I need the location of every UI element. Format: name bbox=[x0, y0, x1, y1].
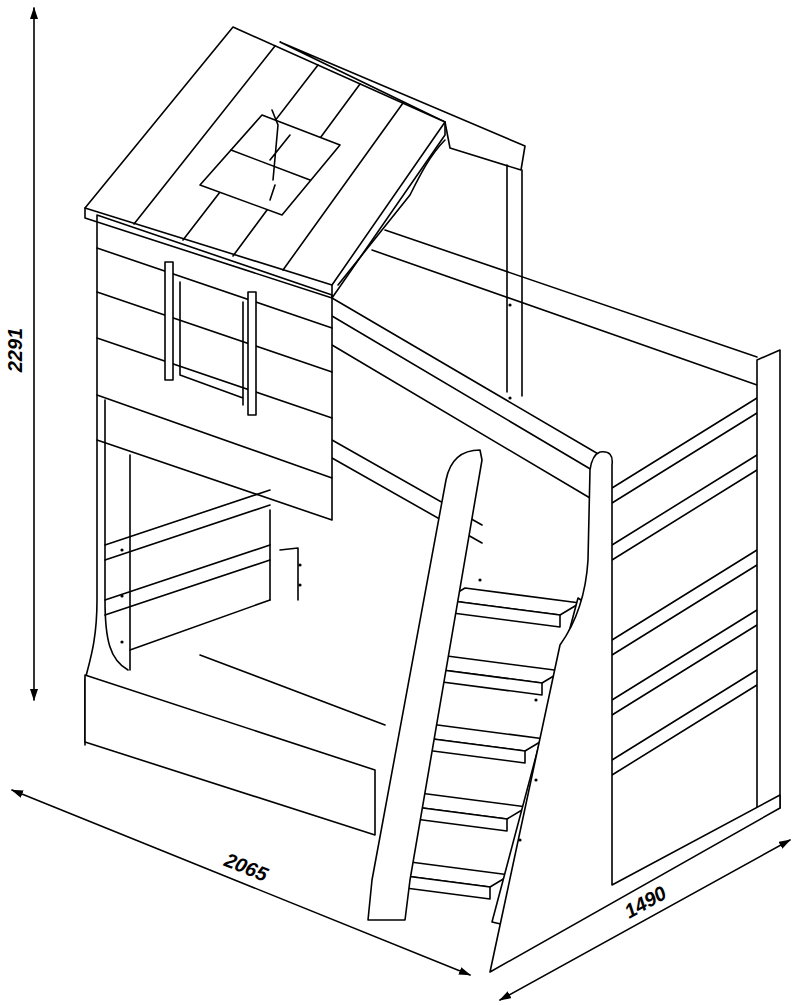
end-slat bbox=[612, 398, 757, 775]
roof-window-frame bbox=[231, 110, 310, 200]
dimension-label: 1490 bbox=[621, 882, 670, 921]
dimension-line bbox=[33, 8, 35, 700]
dimension-label: 2065 bbox=[222, 849, 271, 884]
dimension-label: 2291 bbox=[5, 328, 25, 373]
back-slat bbox=[105, 490, 270, 650]
screw-dot bbox=[120, 303, 537, 841]
end-back-post bbox=[757, 350, 780, 815]
left-post bbox=[105, 400, 128, 670]
house-post bbox=[507, 165, 522, 396]
wall-plank bbox=[97, 248, 332, 520]
window-bar bbox=[248, 292, 256, 415]
ladder-stringer bbox=[368, 450, 482, 920]
back-rail bbox=[372, 230, 757, 385]
lower-deck bbox=[200, 655, 385, 725]
roof-plank bbox=[134, 46, 403, 270]
end-panel bbox=[490, 452, 780, 972]
window-bar bbox=[165, 262, 173, 380]
lower-rail bbox=[85, 675, 375, 835]
window-frame bbox=[180, 282, 243, 405]
roof-front bbox=[85, 27, 445, 285]
inner-post bbox=[130, 455, 298, 670]
